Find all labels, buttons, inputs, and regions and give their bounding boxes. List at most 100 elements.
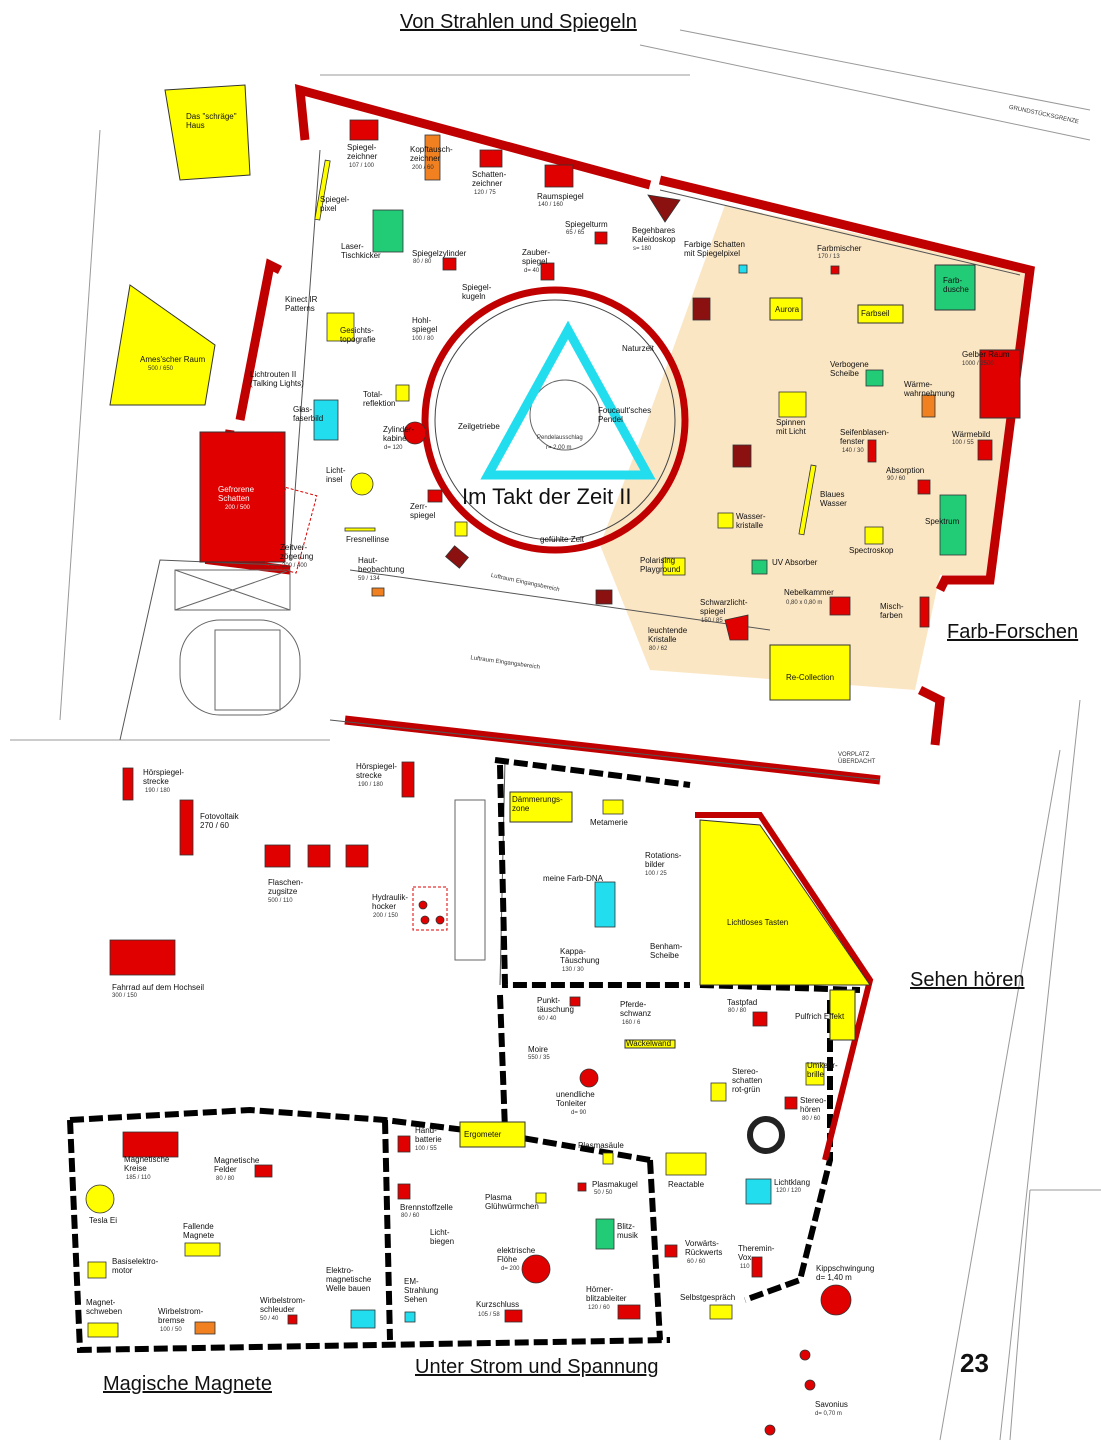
label-wirbelbremse: Wirbelstrom- bremse [158,1307,204,1325]
exhibits-yellow [85,159,884,1338]
label-haut-d: 59 / 134 [358,576,380,582]
label-hoerner-d: 120 / 60 [588,1305,610,1311]
label-stereoschatten: Stereo- schatten rot-grün [732,1067,763,1094]
label-kappa: Kappa- Täuschung [560,947,600,965]
label-raumspiegel: Raumspiegel [537,192,584,201]
zone-strom-title: Unter Strom und Spannung [415,1356,659,1378]
label-zylinderkabine-d: d= 120 [384,445,403,451]
room-farbseil: Farbseil [861,309,890,318]
zone-takt-title: Im Takt der Zeit II [462,484,632,509]
zone-strahlen-title: Von Strahlen und Spiegeln [400,11,637,33]
exhibits-cyan-green [313,209,967,1329]
label-pendel-d: r= 2,00 m [546,445,572,451]
label-nebel: Nebelkammer [784,588,834,597]
label-leuchtende: leuchtende Kristalle [648,626,688,644]
label-nebel-d: 0,80 x 0,80 m [786,600,823,606]
label-kurzschluss-d: 105 / 58 [478,1312,500,1318]
yellow-rooms [109,84,1021,1148]
label-leuchtende-d: 80 / 62 [649,646,668,652]
label-kipp: Kippschwingung d= 1,40 m [816,1264,875,1282]
label-tastpfad-d: 80 / 80 [728,1008,747,1014]
label-flaschen: Flaschen- zugsitze [268,878,304,896]
label-flohe: elektrische Flöhe [497,1246,536,1264]
label-tonleiter-d: d= 90 [571,1110,587,1116]
label-gesichts: Gesichts- topografie [340,326,376,344]
label-magfelder-d: 80 / 80 [216,1176,235,1182]
label-savonius-d: d= 0,70 m [815,1411,842,1417]
label-vorwaerts: Vorwärts- Rückwerts [685,1239,723,1257]
label-farbmischer-d: 170 / 13 [818,254,840,260]
label-waermebild: Wärmebild [952,430,991,439]
label-blaues: Blaues Wasser [820,490,847,508]
label-lichtklang: Lichtklang [774,1178,811,1187]
label-schwarz-d: 150 / 85 [701,618,723,624]
exhibits-red [109,119,993,1436]
label-pulfrich: Pulfrich Effekt [795,1012,845,1021]
label-lichtklang-d: 120 / 120 [776,1188,802,1194]
label-flohe-d: d= 200 [501,1266,520,1272]
label-kopftausch: Kopftausch- zeichner [410,145,453,163]
label-absorption: Absorption [886,466,925,475]
label-savonius: Savonius [815,1400,848,1409]
label-spectroskop: Spectroskop [849,546,894,555]
room-schraege: Das "schräge" Haus [186,112,237,130]
label-spiegelzeichner: Spiegel- zeichner [347,143,378,161]
label-zauberspiegel: Zauber- spiegel [522,248,551,266]
zone-farb-title: Farb-Forschen [947,621,1079,643]
label-magkreise: Magnetische Kreise [124,1155,170,1173]
label-elektromag: Elektro- magnetische Welle bauen [326,1266,372,1293]
label-kaleidoskop-d: s= 180 [633,246,652,252]
label-fallende: Fallende Magnete [183,1222,215,1240]
label-hydraulik: Hydraulik- hocker [372,893,409,911]
label-reactable: Reactable [668,1180,705,1189]
label-zauberspiegel-d: d= 40 [524,268,540,274]
label-kinect: Kinect IR Patterns [285,295,318,313]
label-pendel: Pendelausschlag [537,435,583,441]
label-fahrrad: Fahrrad auf dem Hochseil [112,983,205,992]
label-hohlspiegel-d: 100 / 80 [412,336,434,342]
room-farbdusche: Farb- dusche [943,276,969,294]
room-gefrorene: Gefrorene Schatten [218,485,255,503]
label-waerme: Wärme- wahrnehmung [904,380,955,398]
label-hoer1: Hörspiegel- strecke [143,768,184,786]
label-theremin: Theremin- Vox [738,1244,775,1262]
label-hydraulik-d: 200 / 150 [373,913,399,919]
label-schwarz: Schwarzlicht- spiegel [700,598,748,616]
label-naturzeit: Naturzeit [622,344,655,353]
label-kopftausch-d: 200 / 60 [412,165,434,171]
label-lichtinsel: Licht- insel [326,466,346,484]
label-spiegelturm: Spiegelturm [565,220,608,229]
label-foto: Fotovoltaik 270 / 60 [200,812,239,830]
room-ergometer: Ergometer [464,1130,502,1139]
label-benham: Benham- Scheibe [650,942,683,960]
label-moire: Moire [528,1045,549,1054]
label-kappa-d: 130 / 30 [562,967,584,973]
label-schattenzeichner-d: 120 / 75 [474,190,496,196]
room-ames: Ames'scher Raum [140,355,206,364]
room-wackelwand: Wackelwand [626,1039,672,1048]
label-basis: Basiselektro- motor [112,1257,159,1275]
label-spiegelkugeln: Spiegel- kugeln [462,283,492,301]
label-zerrspiegel: Zerr- spiegel [410,502,436,520]
exhibits-darkred [445,194,752,605]
label-kaleidoskop: Begehbares Kaleidoskop [632,226,676,244]
zeitverz-outline [264,486,318,574]
zone-sehen-title: Sehen hören [910,969,1025,991]
label-plasmasaeule: Plasmasäule [578,1141,624,1150]
label-gluehwuermchen: Plasma Glühwürmchen [485,1193,539,1211]
room-lichtlos: Lichtloses Tasten [727,918,789,927]
label-hoer2: Hörspiegel- strecke [356,762,397,780]
label-haut: Haut- beobachtung [358,556,405,574]
label-seifen-d: 140 / 30 [842,448,864,454]
label-vorwaerts-d: 60 / 60 [687,1259,706,1265]
room-recollection: Re-Collection [786,673,835,682]
label-wasser: Wasser- kristalle [736,512,766,530]
room-daemmerung: Dämmerungs- zone [512,795,563,813]
label-tesla: Tesla Ei [89,1216,118,1225]
label-magfelder: Magnetische Felder [214,1156,260,1174]
label-zeilgetriebe: Zeilgetriebe [458,422,500,431]
label-lichtrouten: Lichtrouten II (Talking Lights) [250,370,304,388]
label-hohlspiegel: Hohl- spiegel [412,316,438,334]
label-zeitverz-d: 200 / 400 [282,563,308,569]
label-glas: Glas- faserbild [293,405,324,423]
